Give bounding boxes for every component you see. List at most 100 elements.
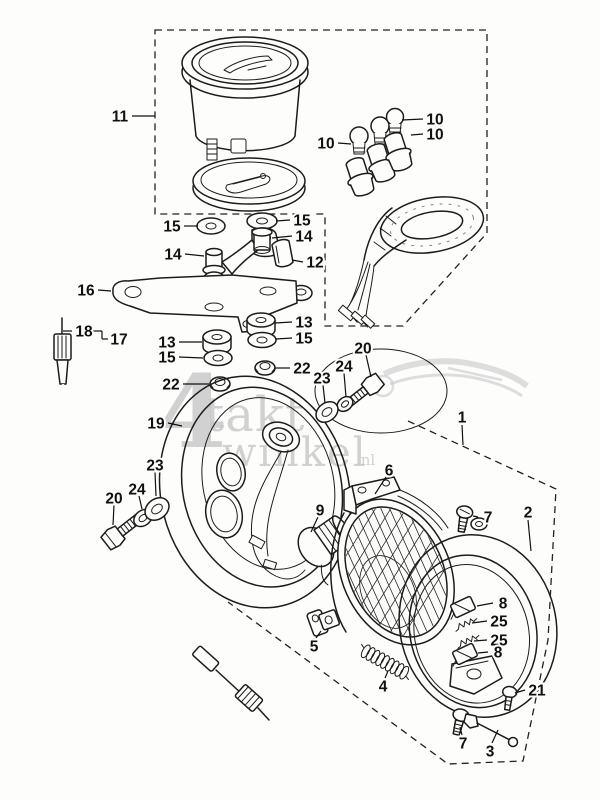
part-label-15: 15	[295, 331, 313, 348]
leader-line	[477, 651, 489, 654]
mount-arm-upper	[221, 227, 281, 275]
part-label-22: 22	[293, 361, 310, 378]
leader-line	[178, 356, 204, 359]
part-label-24: 24	[128, 482, 146, 499]
speedometer-studs	[206, 138, 247, 161]
part-label-17: 17	[110, 332, 127, 349]
part-label-11: 11	[112, 109, 129, 126]
bulb-socket	[345, 157, 375, 197]
wiring-harness	[337, 196, 485, 329]
bulb-socket	[366, 143, 396, 183]
bulb-socket	[383, 132, 413, 172]
washer-15	[247, 331, 277, 349]
hardware-detail-circle	[314, 348, 448, 434]
part-label-20: 20	[105, 491, 122, 508]
washer-23	[315, 401, 339, 423]
bulb-and-harness-group	[337, 107, 485, 329]
cable-ferrule	[192, 645, 220, 672]
part-label-8: 8	[499, 596, 508, 613]
part-label-7: 7	[484, 510, 493, 527]
headlight-unit	[306, 476, 466, 652]
part-label-10: 10	[426, 127, 443, 144]
leader-line	[275, 337, 293, 340]
part-label-19: 19	[147, 416, 165, 433]
bulb	[349, 126, 369, 155]
rim-clip-8	[449, 595, 477, 620]
leader-line	[471, 620, 488, 624]
leader-line	[410, 133, 424, 136]
speedometer-base-plate	[192, 157, 306, 212]
spring-25	[455, 618, 478, 632]
leader-line	[167, 422, 183, 427]
adjust-clip-5	[306, 609, 341, 637]
part-label-10: 10	[317, 136, 334, 153]
part-label-14: 14	[164, 247, 182, 264]
knob-12	[271, 238, 294, 268]
leader-line	[374, 476, 387, 495]
part-label-4: 4	[379, 679, 388, 696]
leader-line	[343, 372, 347, 398]
spring-25	[457, 635, 480, 649]
speedometer	[181, 36, 309, 212]
leader-line	[514, 689, 526, 694]
bolt-washer-group-top	[315, 372, 385, 423]
case-hole	[215, 452, 247, 492]
grommet-washer-stack-right	[246, 312, 277, 376]
leader-line	[138, 495, 143, 510]
case-wiring	[248, 449, 306, 580]
spring-4	[360, 643, 410, 681]
part-label-20: 20	[354, 341, 371, 358]
part-label-14: 14	[295, 229, 313, 246]
rubber-damper-14	[251, 227, 273, 254]
washer-15	[203, 349, 233, 367]
watermark-4: 4	[158, 353, 228, 471]
bulb	[370, 116, 390, 145]
leader-line	[310, 516, 319, 533]
cable-nut	[234, 684, 264, 712]
leader-line	[154, 471, 157, 497]
watermark-moped-ghost	[371, 358, 529, 398]
grommet-13	[202, 329, 232, 355]
leader-line	[476, 602, 494, 607]
part-label-15: 15	[158, 350, 176, 367]
part-label-23: 23	[146, 458, 164, 475]
speedometer-group-boundary	[154, 29, 488, 327]
leader-line	[365, 354, 372, 378]
wire-connector	[360, 314, 376, 329]
part-label-15: 15	[163, 219, 181, 236]
part-label-1: 1	[458, 410, 467, 427]
washer-15	[196, 217, 226, 235]
part-label-25: 25	[490, 633, 508, 650]
leader-line	[491, 729, 499, 744]
wire-connector	[337, 304, 358, 323]
leader-line	[527, 519, 532, 552]
leader-line	[271, 235, 293, 239]
part-label-5: 5	[310, 639, 319, 656]
watermark-nl: .nl	[356, 451, 375, 469]
washer-15	[246, 212, 278, 230]
part-label-3: 3	[486, 744, 495, 761]
part-label-24: 24	[335, 359, 353, 376]
case-hole	[204, 489, 244, 539]
part-label-23: 23	[313, 371, 331, 388]
part-label-9: 9	[316, 503, 325, 520]
rim-screw-boss	[470, 517, 488, 531]
part-label-13: 13	[295, 315, 313, 332]
leader-line	[461, 424, 464, 446]
nut-22	[254, 360, 276, 376]
leader-line	[291, 259, 304, 263]
leader-line	[315, 630, 322, 639]
leader-lines	[63, 115, 532, 744]
part-label-22: 22	[162, 377, 179, 394]
leader-line	[112, 504, 115, 526]
leader-line	[274, 321, 293, 324]
leader-line	[473, 639, 488, 642]
part-label-10: 10	[426, 112, 443, 129]
part-label-21: 21	[528, 683, 546, 700]
leader-line	[384, 670, 389, 679]
part-label-7: 7	[459, 736, 468, 753]
leader-line	[184, 253, 205, 257]
headlight-group-boundary	[227, 420, 557, 765]
